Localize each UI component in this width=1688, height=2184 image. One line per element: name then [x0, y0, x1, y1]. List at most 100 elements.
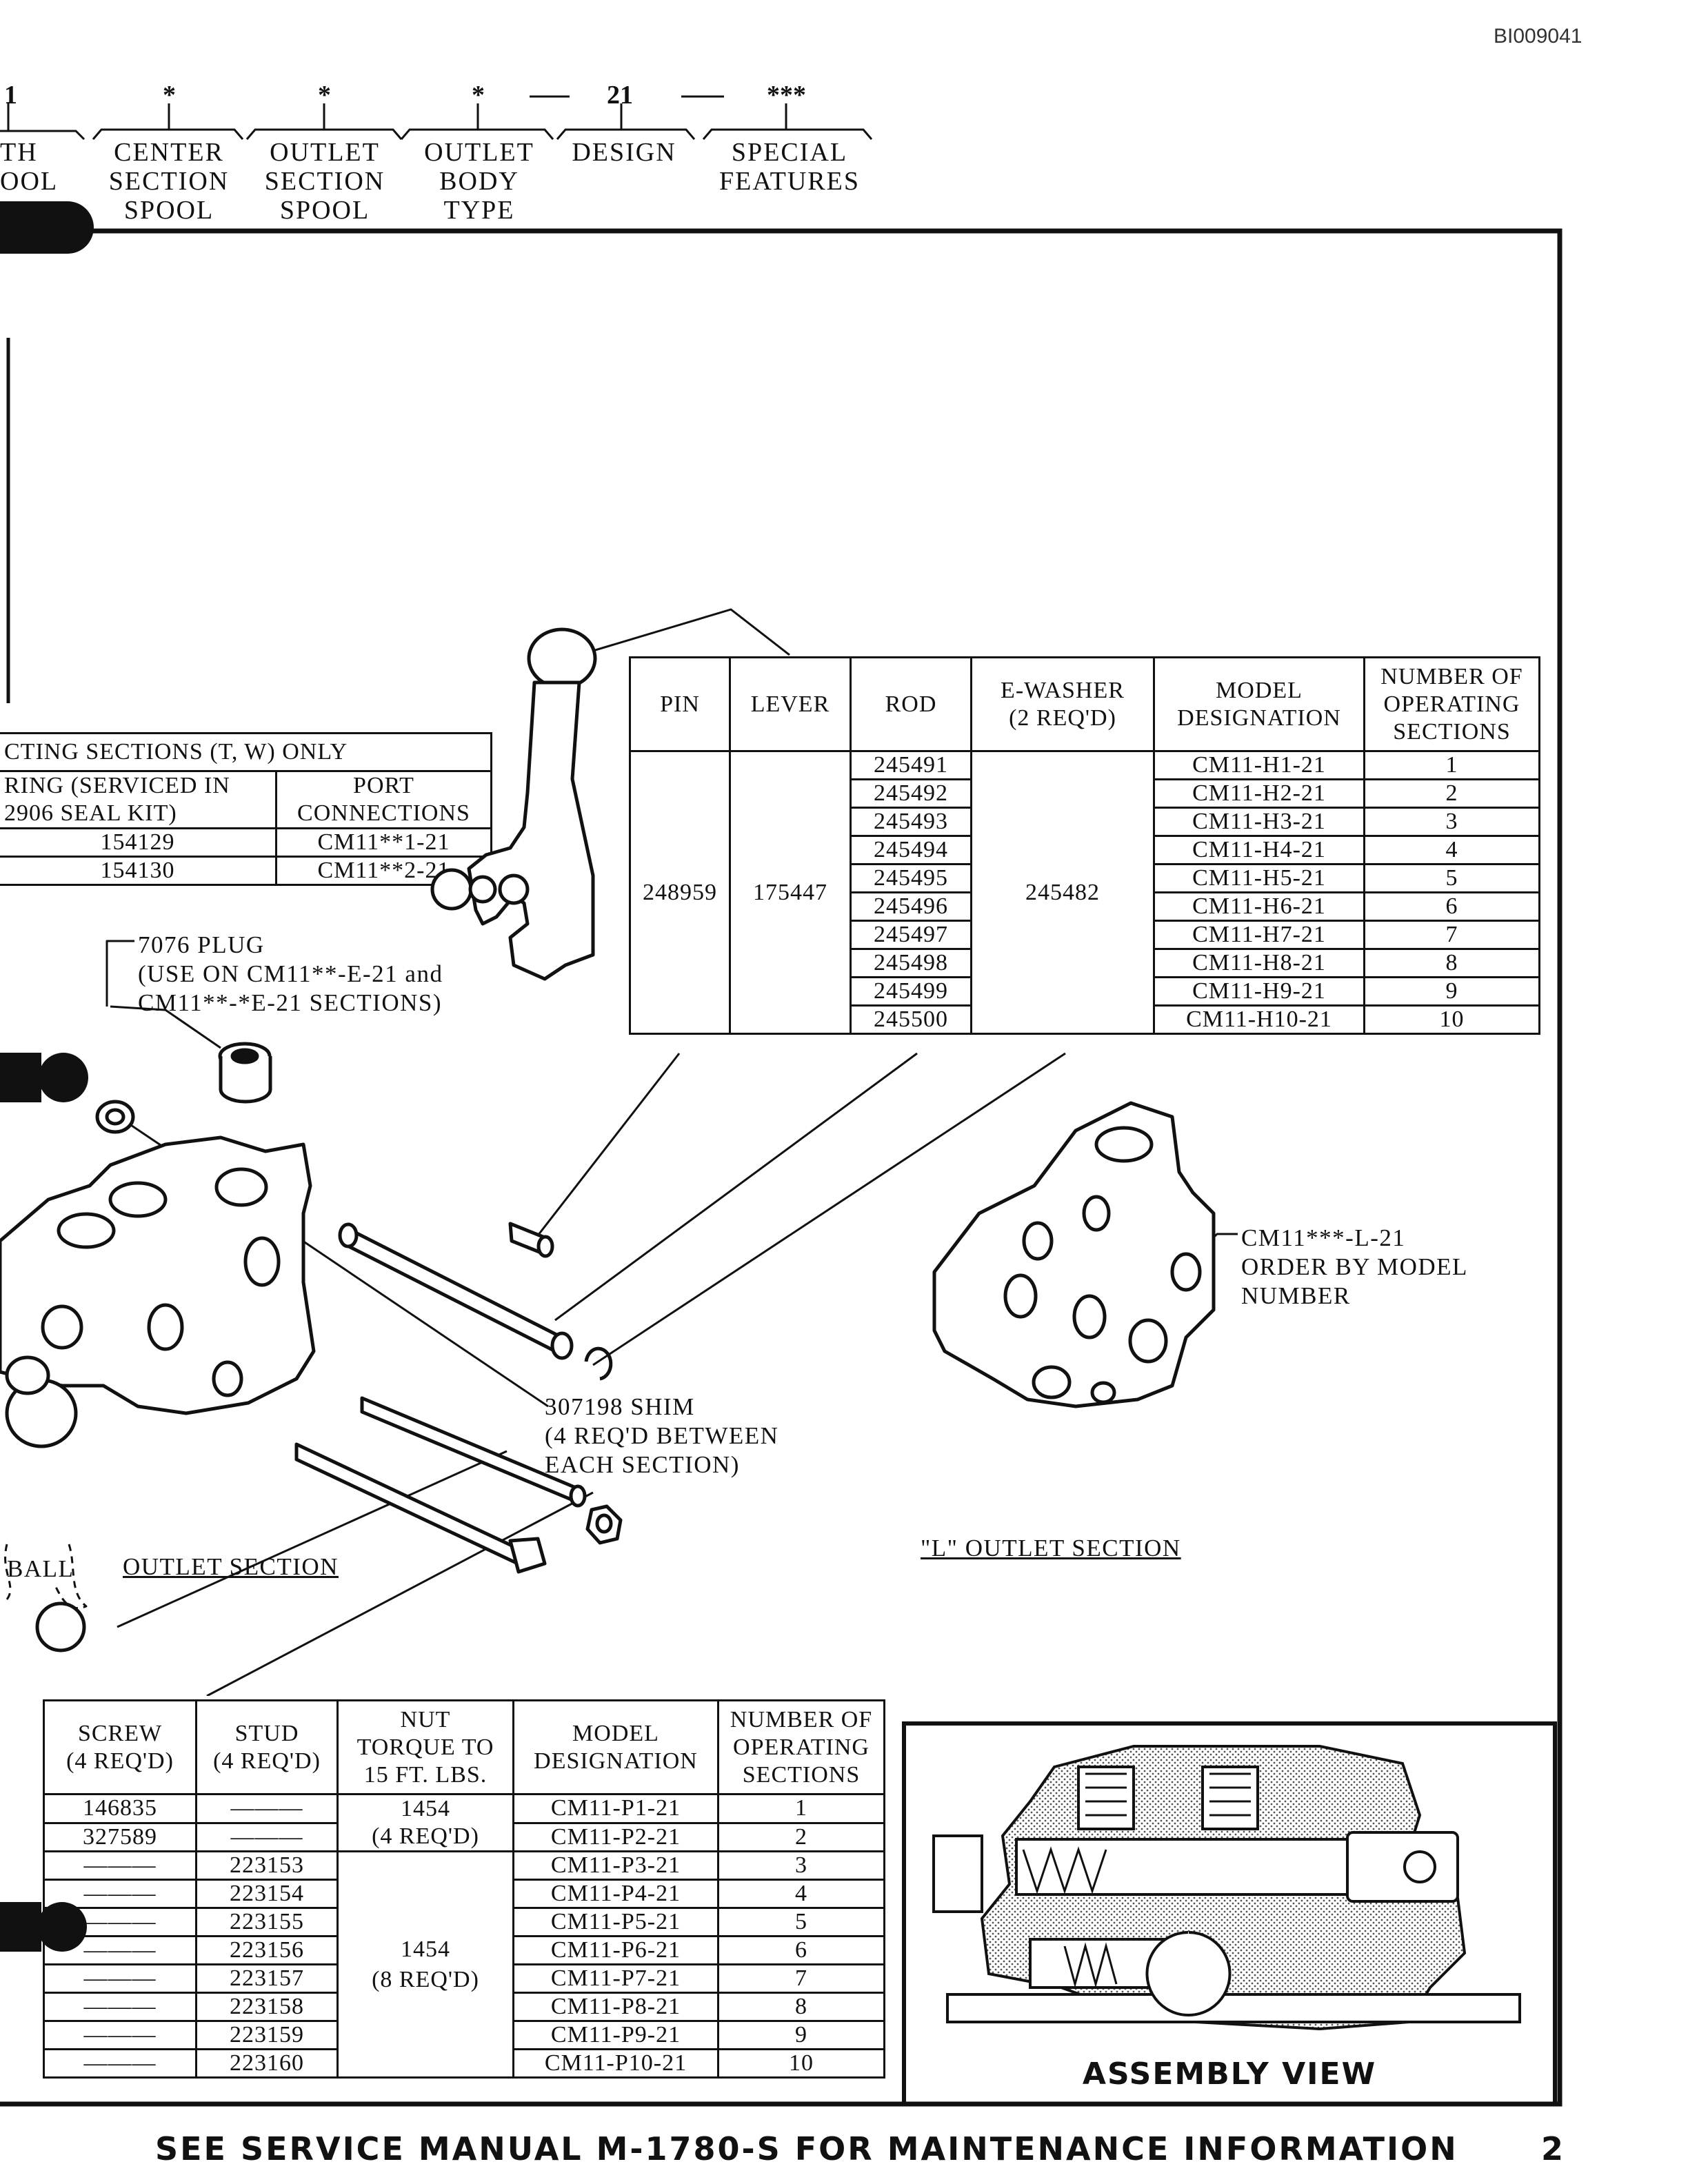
sections-header: NUMBER OF OPERATING SECTIONS: [717, 1699, 885, 1795]
rod-part-number: 245491: [850, 750, 972, 780]
port-connection: CM11**1-21: [274, 827, 493, 858]
model-designation: CM11-P3-21: [512, 1850, 719, 1881]
label-outlet-body-type: OUTLET BODY TYPE: [424, 138, 534, 225]
model-designation: CM11-H1-21: [1153, 750, 1365, 780]
stud-table: SCREW (4 REQ'D) STUD (4 REQ'D) NUT TORQU…: [43, 1699, 885, 2079]
model-designation-header: MODEL DESIGNATION: [1153, 656, 1365, 752]
section-count: 2: [1363, 778, 1540, 809]
section-count: 5: [717, 1907, 885, 1937]
label-design: DESIGN: [572, 138, 676, 167]
ring-header: RING (SERVICED IN 2906 SEAL KIT): [0, 770, 277, 829]
stud-part-number: 223157: [195, 1963, 339, 1994]
model-designation: CM11-H6-21: [1153, 891, 1365, 922]
model-designation: CM11-H10-21: [1153, 1004, 1365, 1035]
screw-part-number: 327589: [43, 1821, 197, 1852]
nut-group-1: 1454 (4 REQ'D): [336, 1793, 514, 1852]
model-code-brackets: [0, 95, 873, 141]
stud-part-number: ———: [195, 1821, 339, 1852]
stud-part-number: 223156: [195, 1935, 339, 1965]
stud-part-number: 223159: [195, 2020, 339, 2050]
l-outlet-order-callout: CM11***-L-21 ORDER BY MODEL NUMBER: [1241, 1224, 1468, 1309]
model-designation: CM11-P10-21: [512, 2048, 719, 2079]
section-count: 8: [1363, 948, 1540, 978]
assembly-view-panel: ASSEMBLY VIEW: [902, 1721, 1557, 2106]
model-designation: CM11-P5-21: [512, 1907, 719, 1937]
screw-part: [294, 1442, 547, 1574]
port-connections-header: PORT CONNECTIONS: [274, 770, 493, 829]
model-designation: CM11-H4-21: [1153, 835, 1365, 865]
section-count: 10: [1363, 1004, 1540, 1035]
code-position-design: 21: [607, 81, 633, 110]
model-designation: CM11-H8-21: [1153, 948, 1365, 978]
ball-label: BALL: [7, 1555, 74, 1582]
label-special-features: SPECIAL FEATURES: [719, 138, 860, 196]
rod-part-number: 245496: [850, 891, 972, 922]
shim-callout: 307198 SHIM (4 REQ'D BETWEEN EACH SECTIO…: [545, 1393, 779, 1478]
stud-part-number: 223160: [195, 2048, 339, 2079]
section-count: 5: [1363, 863, 1540, 893]
rod-part-number: 245499: [850, 976, 972, 1007]
assembly-view-label: ASSEMBLY VIEW: [1082, 2056, 1377, 2092]
model-designation: CM11-P2-21: [512, 1821, 719, 1852]
ring-part-number: 154130: [0, 856, 277, 886]
rod-header: ROD: [850, 656, 972, 752]
document-id: BI009041: [1494, 25, 1582, 48]
rod-part-number: 245493: [850, 807, 972, 837]
model-designation: CM11-P7-21: [512, 1963, 719, 1994]
table-row: 248959 175447 245491 245482 CM11-H1-21 1: [629, 750, 1540, 1035]
table-row: 154129 CM11**1-21: [0, 827, 493, 858]
lever-part: [430, 627, 597, 981]
section-count: 3: [1363, 807, 1540, 837]
pin-header: PIN: [629, 656, 731, 752]
label-outlet-section-spool: OUTLET SECTION SPOOL: [264, 138, 385, 225]
screw-header: SCREW (4 REQ'D): [43, 1699, 197, 1795]
section-count: 9: [1363, 976, 1540, 1007]
model-designation: CM11-P9-21: [512, 2020, 719, 2050]
nut-header: NUT TORQUE TO 15 FT. LBS.: [336, 1699, 514, 1795]
model-designation: CM11-H5-21: [1153, 863, 1365, 893]
model-designation: CM11-H2-21: [1153, 778, 1365, 809]
pin-part: [508, 1222, 554, 1258]
code-position-4: *: [472, 81, 485, 110]
stud-part-number: ———: [195, 1793, 339, 1824]
model-designation: CM11-P6-21: [512, 1935, 719, 1965]
ring-part-number: 154129: [0, 827, 277, 858]
rod-part: [338, 1222, 574, 1360]
section-count: 6: [1363, 891, 1540, 922]
l-outlet-section-body: [932, 1101, 1216, 1408]
o-ring-hole: [105, 1108, 125, 1126]
code-position-1: 1: [4, 81, 17, 110]
section-count: 6: [717, 1935, 885, 1965]
code-position-3: *: [318, 81, 331, 110]
section-count: 8: [717, 1992, 885, 2022]
page-number: 2: [1541, 2130, 1566, 2167]
screw-part-number: ———: [43, 1963, 197, 1994]
nut-part: [585, 1504, 623, 1545]
section-count: 9: [717, 2020, 885, 2050]
stud-header: STUD (4 REQ'D): [195, 1699, 339, 1795]
label-center-section-spool: CENTER SECTION SPOOL: [108, 138, 230, 225]
rod-part-number: 245494: [850, 835, 972, 865]
model-designation: CM11-H7-21: [1153, 920, 1365, 950]
table-row: 146835 ——— 1454 (4 REQ'D) CM11-P1-21 1: [43, 1793, 885, 1852]
model-designation: CM11-P4-21: [512, 1879, 719, 1909]
screw-part-number: ———: [43, 1935, 197, 1965]
lever-header: LEVER: [729, 656, 852, 752]
rod-part-number: 245495: [850, 863, 972, 893]
assembly-view-cutaway: [932, 1745, 1521, 2031]
screw-part-number: 146835: [43, 1793, 197, 1824]
section-count: 2: [717, 1821, 885, 1852]
plug-part: [218, 1042, 272, 1104]
l-outlet-section-label: "L" OUTLET SECTION: [921, 1535, 1181, 1561]
table-row: 327589 ——— CM11-P2-21 2: [43, 1821, 885, 1852]
